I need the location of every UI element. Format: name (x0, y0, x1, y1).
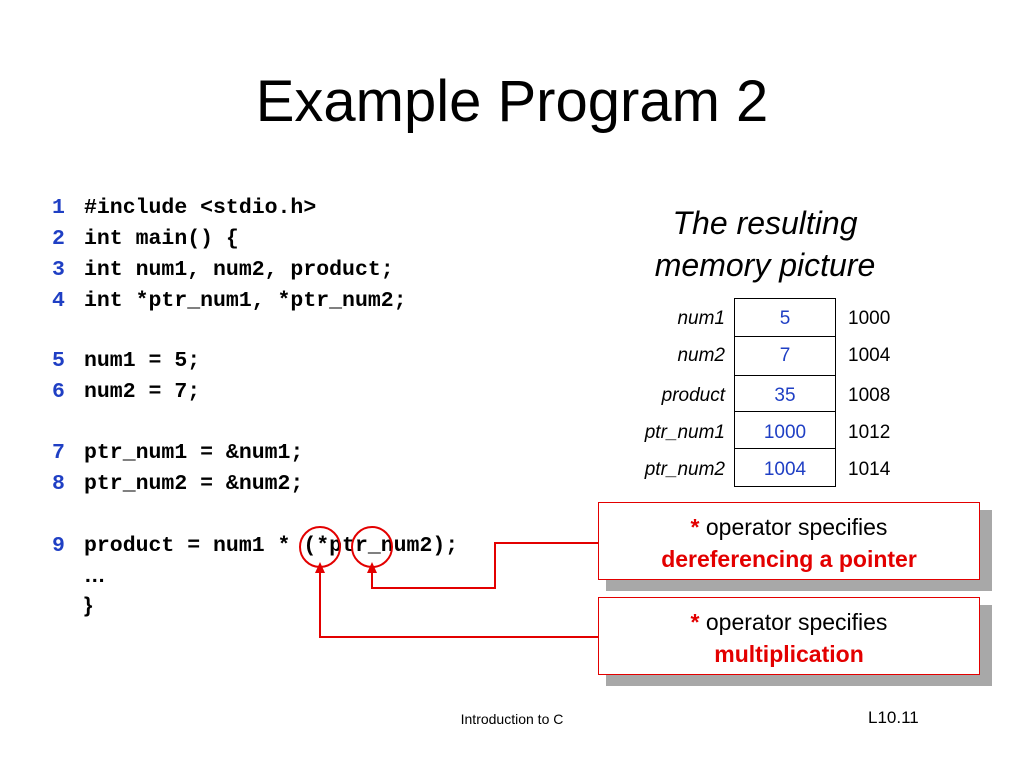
code-line-8: 8 ptr_num2 = &num2; (52, 470, 303, 498)
code-line-2: 2 int main() { (52, 225, 239, 253)
memory-value-ptr-num2: 1004 (763, 459, 807, 480)
code-closing-brace: } (84, 593, 93, 617)
code-line-7: 7 ptr_num1 = &num1; (52, 439, 303, 467)
dereference-connector (371, 542, 598, 589)
line-number: 2 (52, 227, 65, 251)
code-text: ptr_num2 = &num2; (84, 472, 304, 496)
memory-address-num2: 1004 (848, 345, 891, 366)
memory-address-ptr-num2: 1014 (848, 459, 891, 480)
footer-course-title: Introduction to C (460, 711, 564, 727)
memory-value-num2: 7 (779, 345, 791, 366)
memory-label-product: product (661, 385, 725, 406)
callout-text: operator specifies (699, 609, 888, 635)
line-number: 4 (52, 289, 65, 313)
memory-divider (734, 411, 836, 412)
multiply-arrowhead (315, 562, 325, 573)
memory-label-num1: num1 (677, 308, 725, 329)
callout-text: operator specifies (699, 514, 888, 540)
star-symbol: * (690, 609, 700, 635)
multiply-connector (319, 567, 598, 638)
code-line-6: 6 num2 = 7; (52, 378, 200, 406)
line-number: 9 (52, 534, 65, 558)
code-line-5: 5 num1 = 5; (52, 347, 200, 375)
footer-slide-number: L10.11 (868, 708, 919, 727)
memory-box (734, 298, 836, 487)
memory-label-ptr-num2: ptr_num2 (644, 459, 725, 480)
code-text: int *ptr_num1, *ptr_num2; (84, 289, 407, 313)
memory-caption-line2: memory picture (654, 247, 876, 283)
line-number: 1 (52, 196, 65, 220)
dereference-callout-line1: * operator specifies (599, 511, 979, 543)
code-text: ptr_num1 = &num1; (84, 441, 304, 465)
memory-table: num1 5 1000 num2 7 1004 product 35 1008 … (580, 298, 940, 488)
memory-caption: The resulting memory picture (620, 202, 910, 286)
code-text: int num1, num2, product; (84, 258, 394, 282)
memory-value-product: 35 (774, 385, 796, 406)
memory-divider (734, 336, 836, 337)
memory-address-num1: 1000 (848, 308, 891, 329)
line-number: 8 (52, 472, 65, 496)
memory-caption-line1: The resulting (672, 205, 858, 241)
dereference-callout: * operator specifies dereferencing a poi… (598, 502, 980, 580)
line-number: 7 (52, 441, 65, 465)
code-line-9: 9 product = num1 * (*ptr_num2); (52, 532, 458, 560)
memory-divider (734, 448, 836, 449)
star-symbol: * (690, 514, 700, 540)
memory-divider (734, 375, 836, 376)
code-text: num1 = 5; (84, 349, 201, 373)
dereference-arrowhead (367, 562, 377, 573)
dereference-callout-bold: dereferencing a pointer (661, 546, 917, 572)
memory-label-ptr-num1: ptr_num1 (644, 422, 725, 443)
slide-title: Example Program 2 (255, 69, 769, 134)
memory-value-num1: 5 (779, 308, 791, 329)
line-number: 5 (52, 349, 65, 373)
multiply-callout: * operator specifies multiplication (598, 597, 980, 675)
multiply-callout-bold: multiplication (714, 641, 864, 667)
code-text: #include <stdio.h> (84, 196, 317, 220)
code-text: int main() { (84, 227, 239, 251)
code-text: product = num1 * (*ptr_num2); (84, 534, 459, 558)
memory-value-ptr-num1: 1000 (763, 422, 807, 443)
dereference-highlight-circle (351, 526, 393, 568)
code-text: num2 = 7; (84, 380, 201, 404)
multiply-callout-line1: * operator specifies (599, 606, 979, 638)
code-ellipsis: … (84, 563, 106, 587)
memory-label-num2: num2 (677, 345, 725, 366)
line-number: 6 (52, 380, 65, 404)
code-line-4: 4 int *ptr_num1, *ptr_num2; (52, 287, 407, 315)
code-line-3: 3 int num1, num2, product; (52, 256, 394, 284)
memory-address-product: 1008 (848, 385, 891, 406)
multiply-highlight-circle (299, 526, 341, 568)
memory-address-ptr-num1: 1012 (848, 422, 891, 443)
code-line-1: 1 #include <stdio.h> (52, 194, 316, 222)
line-number: 3 (52, 258, 65, 282)
